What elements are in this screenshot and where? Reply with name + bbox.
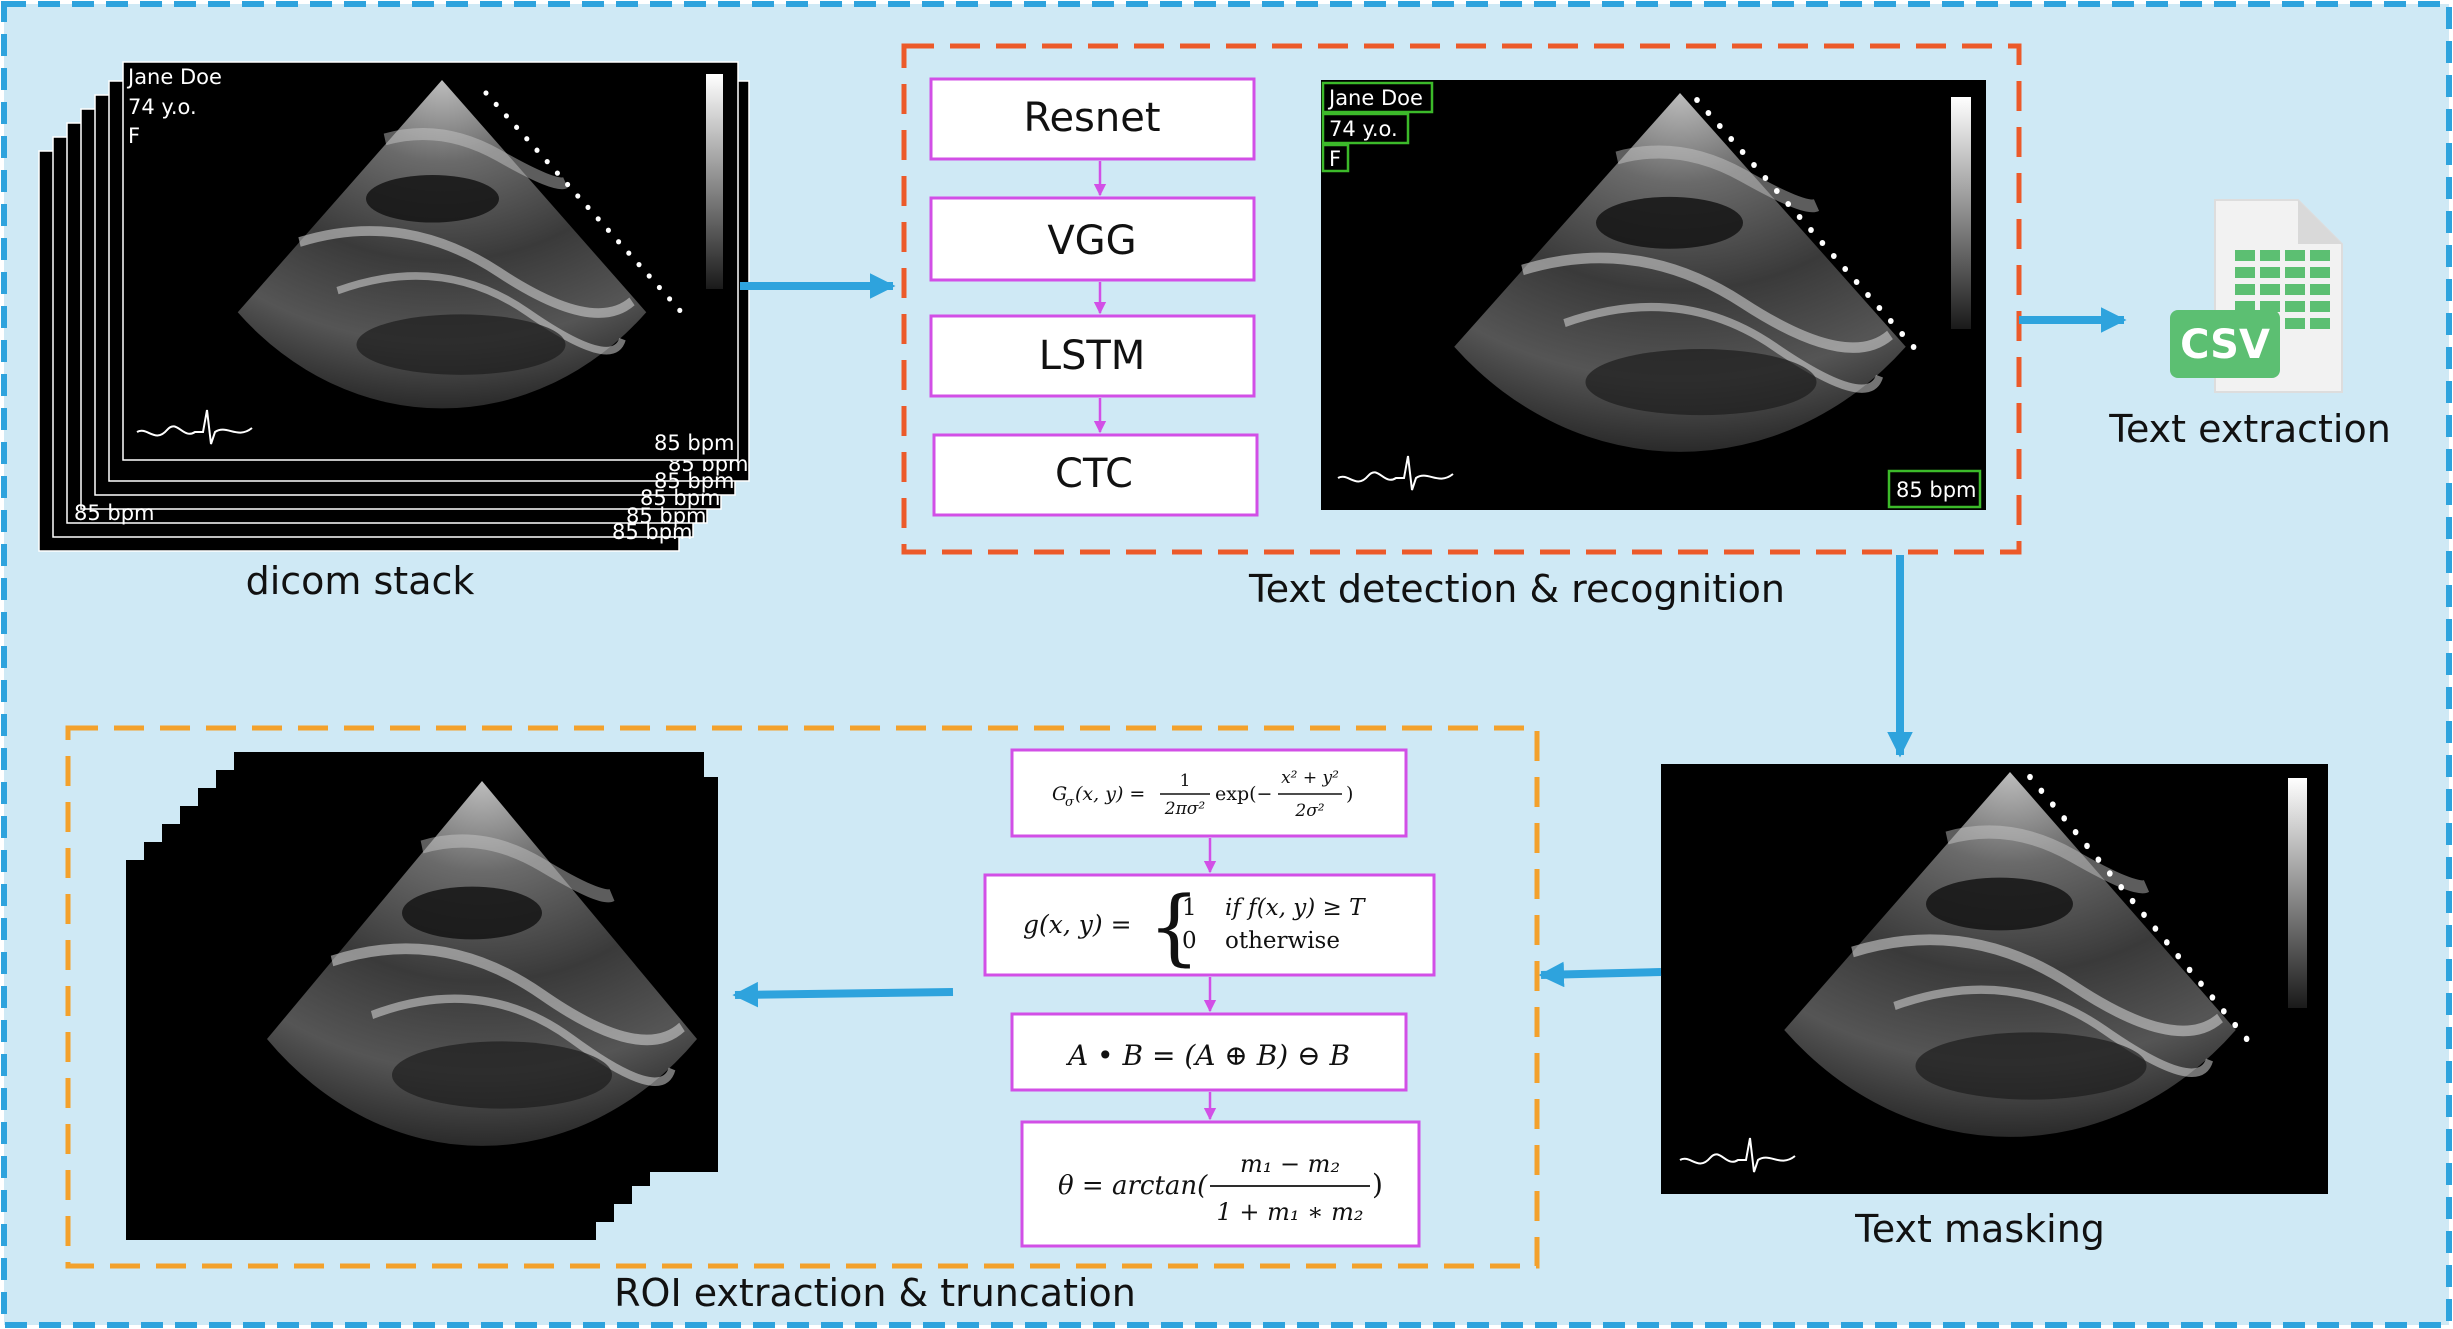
detection-panel [901, 43, 2022, 555]
closing-box [1010, 1012, 1408, 1092]
resnet-label: Resnet [1023, 95, 1160, 141]
ctc-box [932, 433, 1259, 517]
arrow-masking-to-roi [1538, 961, 1662, 988]
grayscale-bar-detection [1951, 97, 1971, 329]
detected-name: Jane Doe [1327, 86, 1423, 110]
svg-text:otherwise: otherwise [1225, 928, 1340, 954]
svg-text:m₁ − m₂: m₁ − m₂ [1240, 1150, 1340, 1178]
patient-name: Jane Doe [126, 65, 222, 89]
svg-text:1: 1 [1182, 895, 1197, 921]
stack-rate-label-4: 85 bpm [640, 486, 721, 510]
closing-formula: A • B = (A ⊕ B) ⊖ B [1065, 1039, 1350, 1072]
masking-label: Text masking [1854, 1207, 2105, 1251]
dicom-stack: 85 bpm 85 bpm 85 bpm 85 bpm 85 bpm 85 bp… [38, 61, 750, 552]
resnet-box [929, 77, 1256, 161]
grayscale-bar-masking [2288, 778, 2307, 1008]
extraction-label: Text extraction [2108, 407, 2391, 451]
angle-formula: θ = arctan( m₁ − m₂ 1 + m₁ ∗ m₂ ) [1058, 1150, 1383, 1226]
svg-text:2σ²: 2σ² [1294, 801, 1324, 821]
svg-text:x² + y²: x² + y² [1281, 768, 1339, 788]
arrow-to-roi-stack [732, 981, 954, 1008]
gaussian-box [1010, 748, 1408, 838]
svg-text:(x, y) =: (x, y) = [1075, 783, 1145, 805]
svg-text:G: G [1052, 783, 1067, 805]
svg-text:): ) [1372, 1168, 1383, 1201]
masking-frame [1661, 764, 2328, 1194]
detection-frame: Jane Doe 74 y.o. F 85 bpm [1321, 80, 1986, 510]
svg-text:if f(x, y) ≥ T: if f(x, y) ≥ T [1225, 895, 1366, 921]
svg-text:{: { [1148, 880, 1200, 975]
svg-text:σ: σ [1065, 795, 1075, 810]
lstm-box [929, 314, 1256, 398]
gaussian-formula: G σ (x, y) = 1 2πσ² exp(− x² + y² 2σ² ) [1052, 768, 1353, 821]
text-box-rate [1887, 469, 1982, 509]
stack-rate-label-5: 85 bpm [654, 469, 735, 493]
vgg-box [929, 196, 1256, 282]
detected-rate: 85 bpm [1896, 478, 1977, 502]
dicom-frame-front: Jane Doe 74 y.o. F 85 bpm [122, 61, 739, 461]
stack-rate-label-3: 85 bpm [626, 504, 707, 528]
svg-text:1: 1 [1180, 771, 1191, 791]
stack-rate-label-1: 85 bpm [74, 501, 155, 525]
text-box-sex [1321, 143, 1350, 173]
lstm-label: LSTM [1039, 333, 1146, 379]
model-stack: Resnet VGG LSTM CTC [929, 77, 1259, 517]
roi-label: ROI extraction & truncation [614, 1271, 1136, 1315]
formula-stack: G σ (x, y) = 1 2πσ² exp(− x² + y² 2σ² ) … [983, 748, 1436, 1248]
vgg-label: VGG [1047, 218, 1136, 264]
ctc-label: CTC [1055, 451, 1133, 497]
svg-text:exp(−: exp(− [1215, 783, 1272, 805]
roi-stack [126, 752, 718, 1240]
angle-box [1020, 1120, 1421, 1248]
svg-text:0: 0 [1182, 928, 1197, 954]
svg-text:2πσ²: 2πσ² [1164, 799, 1206, 819]
detected-sex: F [1329, 147, 1341, 171]
text-box-name [1321, 81, 1434, 114]
csv-badge-text: CSV [2180, 322, 2270, 368]
patient-age: 74 y.o. [128, 95, 197, 119]
detected-age: 74 y.o. [1329, 117, 1398, 141]
svg-text:g(x, y) =: g(x, y) = [1023, 910, 1132, 939]
threshold-formula: g(x, y) = { 1 if f(x, y) ≥ T 0 otherwise [1023, 880, 1366, 975]
svg-text:1 + m₁ ∗ m₂: 1 + m₁ ∗ m₂ [1217, 1198, 1364, 1226]
grayscale-bar [706, 74, 723, 289]
roi-panel [65, 725, 1540, 1269]
patient-sex: F [128, 124, 140, 148]
text-box-age [1321, 112, 1410, 145]
svg-text:θ = arctan(: θ = arctan( [1058, 1171, 1208, 1201]
heart-rate: 85 bpm [654, 431, 735, 455]
dicom-stack-label: dicom stack [246, 559, 475, 603]
svg-text:): ) [1346, 783, 1353, 805]
csv-file-icon: CSV [2170, 199, 2343, 393]
threshold-box [983, 873, 1436, 977]
detection-label: Text detection & recognition [1248, 567, 1785, 611]
stack-rate-label-2: 85 bpm [612, 520, 693, 544]
